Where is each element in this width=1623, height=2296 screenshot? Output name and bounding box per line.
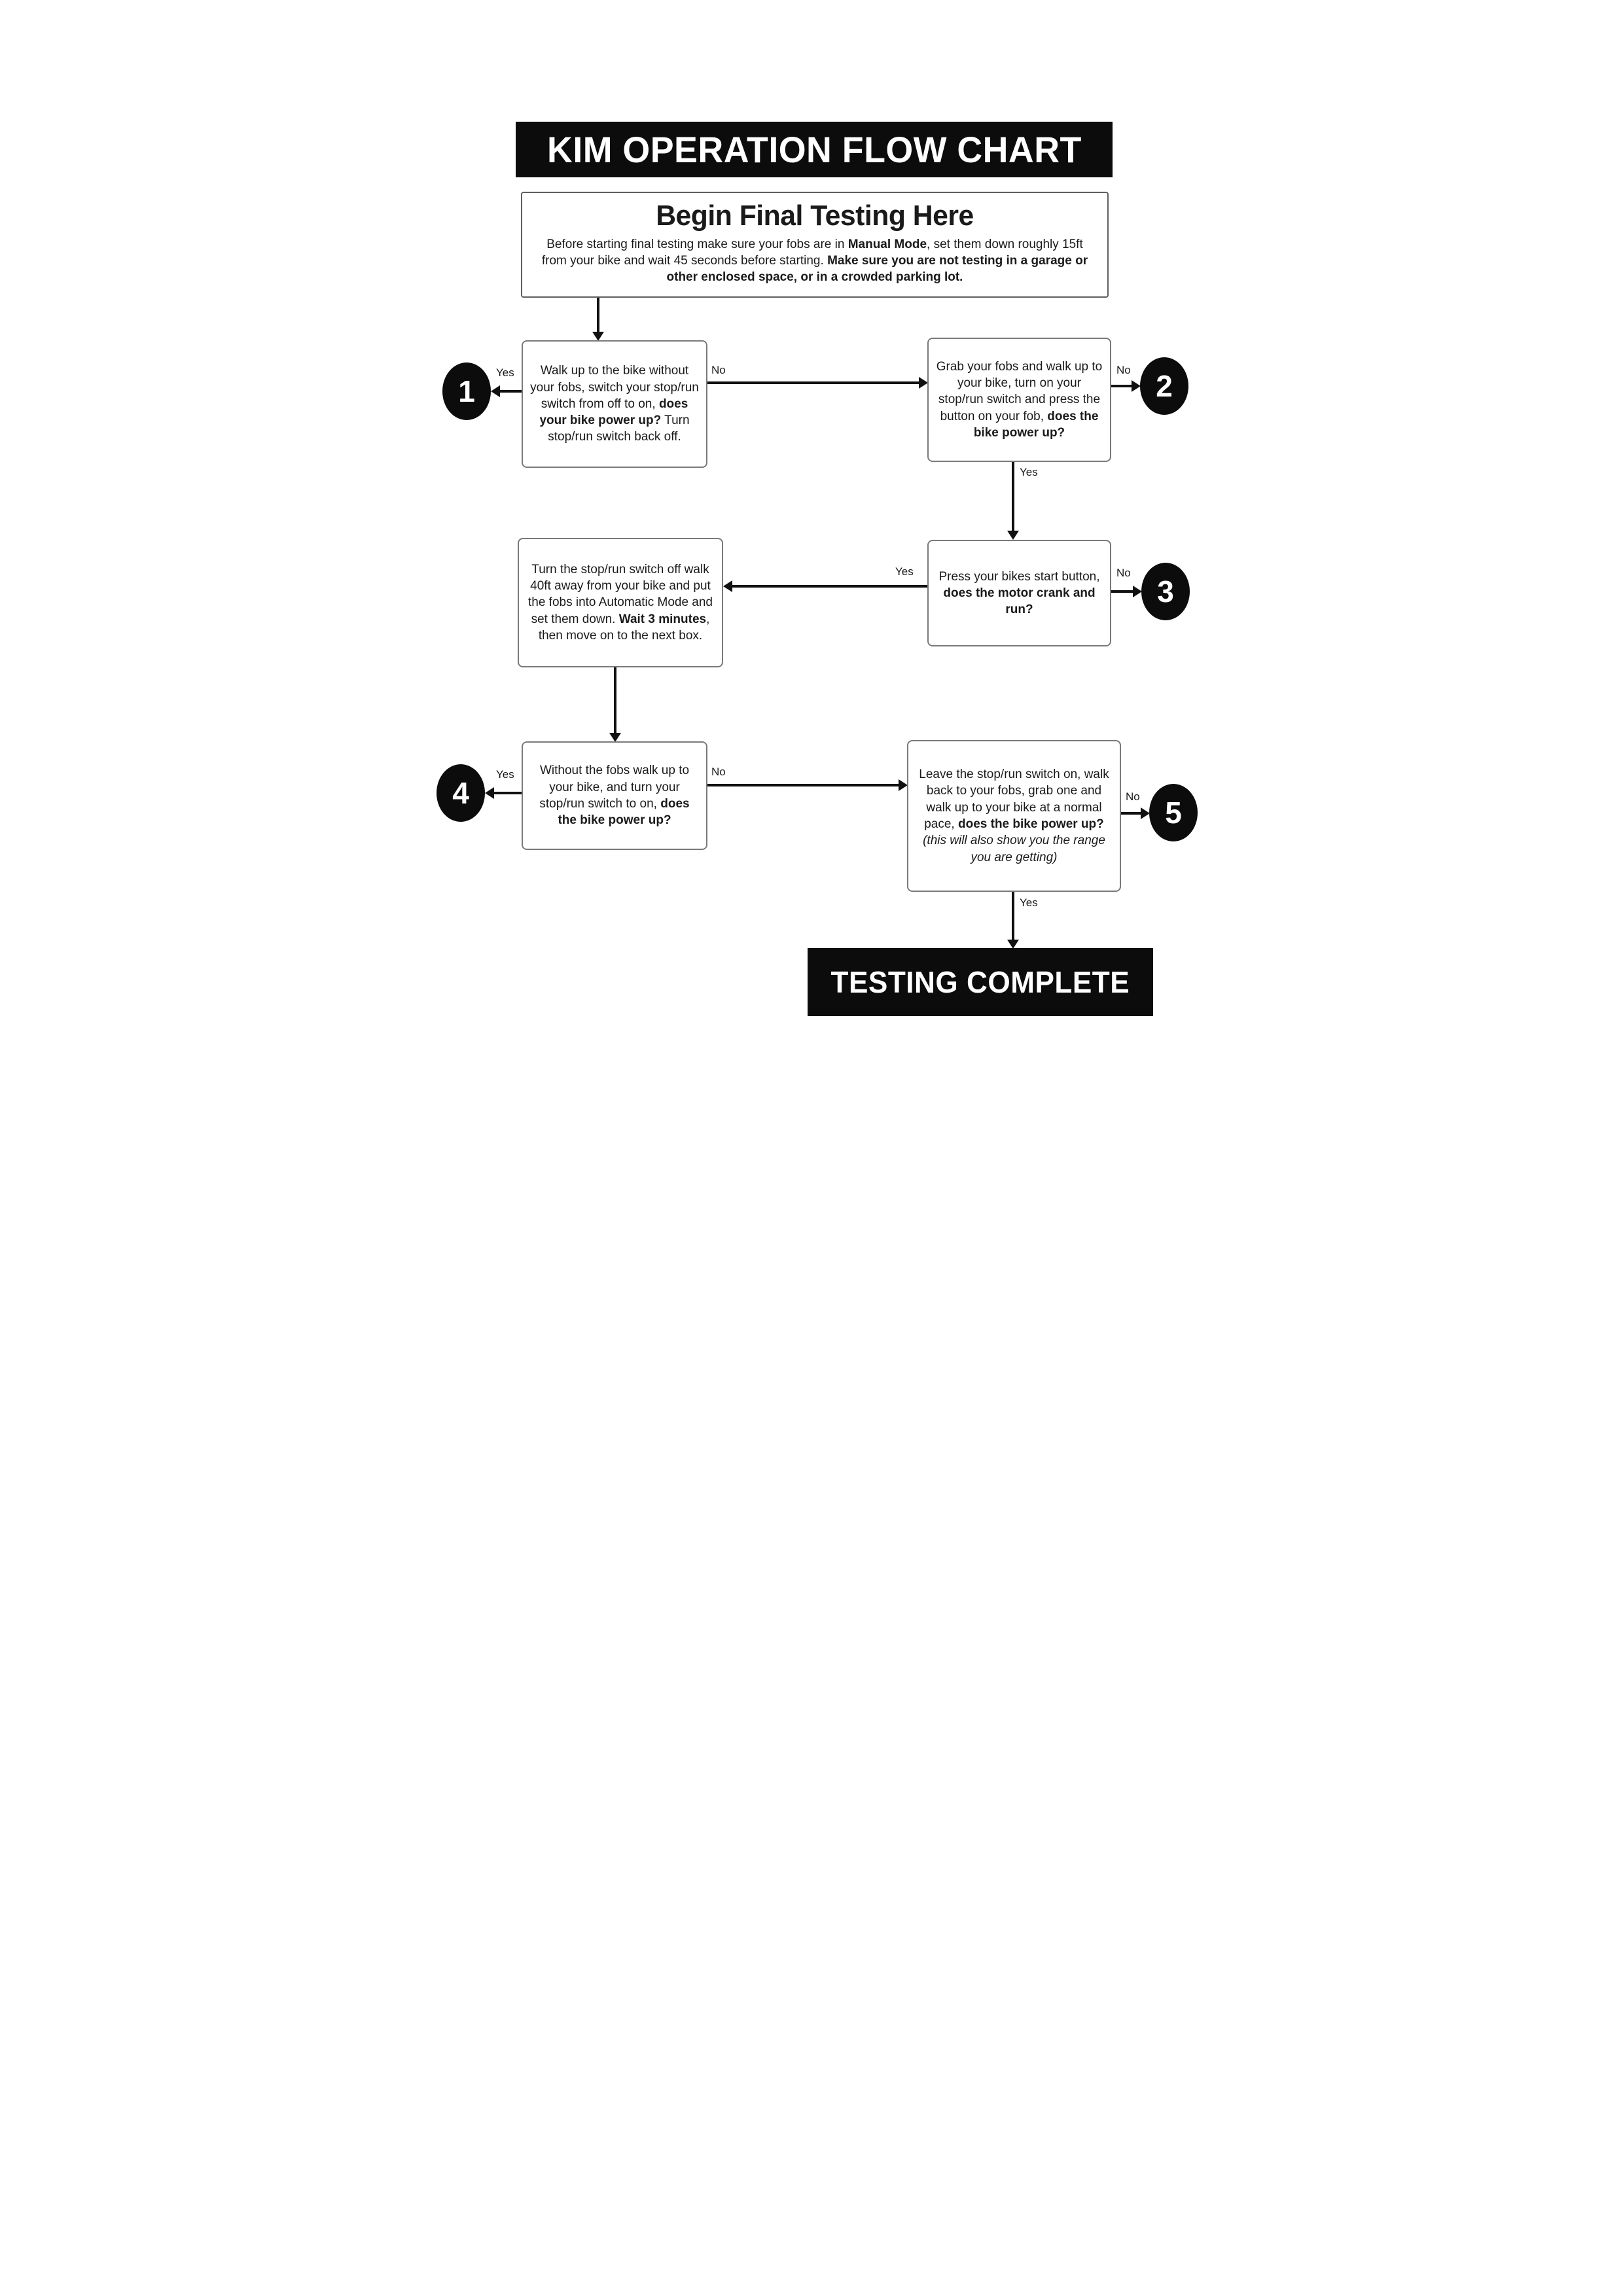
edge-node5-to-node6-line [707, 784, 899, 786]
edge-node1-to-terminal1-arrowhead [491, 385, 500, 397]
terminal-1-number: 1 [458, 374, 475, 408]
edge-node2-to-terminal2-line [1111, 385, 1132, 387]
edge-label-grab-fobs-no: No [1116, 364, 1131, 376]
page-title: KIM OPERATION FLOW CHART [546, 129, 1082, 170]
edge-node1-to-node2-line [707, 381, 919, 384]
edge-node6-to-complete-line [1012, 892, 1014, 940]
complete-banner-text: TESTING COMPLETE [830, 965, 1130, 999]
node-without-fobs-power-text: Without the fobs walk up to your bike, a… [539, 764, 690, 828]
terminal-circle-4: 4 [437, 764, 485, 822]
complete-banner: TESTING COMPLETE [808, 948, 1153, 1016]
edge-node5-to-terminal4-line [493, 792, 522, 794]
edge-label-press-start-no: No [1116, 567, 1131, 579]
edge-node6-to-terminal5-line [1121, 812, 1141, 815]
edge-label-grab-fobs-yes: Yes [1020, 466, 1038, 478]
edge-label-walk-up-yes: Yes [496, 366, 514, 379]
edge-label-walk-up-no: No [711, 364, 726, 376]
title-banner: KIM OPERATION FLOW CHART [516, 122, 1113, 177]
edge-node6-to-complete-arrowhead [1007, 940, 1019, 949]
terminal-circle-5: 5 [1149, 784, 1198, 841]
terminal-3-number: 3 [1157, 574, 1174, 609]
edge-node2-to-terminal2-arrowhead [1132, 380, 1141, 392]
terminal-circle-3: 3 [1141, 563, 1190, 620]
node-without-fobs-power: Without the fobs walk up to your bike, a… [522, 741, 707, 850]
edge-node4-to-terminal3-arrowhead [1133, 586, 1142, 597]
edge-label-without-fobs-no: No [711, 766, 726, 778]
edge-node6-to-terminal5-arrowhead [1141, 807, 1150, 819]
edge-node2-to-node4-line [1012, 462, 1014, 531]
node-walk-back-range-text: Leave the stop/run switch on, walk back … [919, 768, 1109, 864]
terminal-circle-2: 2 [1140, 357, 1188, 415]
node-automatic-mode-setup: Turn the stop/run switch off walk 40ft a… [518, 538, 723, 667]
node-press-start-text: Press your bikes start button, does the … [938, 569, 1100, 617]
edge-node3-to-node5-line [614, 667, 616, 733]
node-walk-back-range: Leave the stop/run switch on, walk back … [907, 740, 1121, 892]
edge-node4-to-node3-arrowhead [723, 580, 732, 592]
terminal-circle-1: 1 [442, 362, 491, 420]
node-grab-fobs: Grab your fobs and walk up to your bike,… [927, 338, 1111, 462]
terminal-4-number: 4 [452, 776, 469, 810]
terminal-2-number: 2 [1156, 369, 1173, 403]
edge-label-without-fobs-yes: Yes [496, 768, 514, 781]
node-automatic-mode-setup-text: Turn the stop/run switch off walk 40ft a… [527, 562, 713, 643]
edge-node2-to-node4-arrowhead [1007, 531, 1019, 540]
edge-node5-to-terminal4-arrowhead [485, 787, 494, 799]
flowchart-page: KIM OPERATION FLOW CHART Begin Final Tes… [406, 0, 1217, 1148]
edge-node1-to-terminal1-line [499, 390, 522, 393]
terminal-5-number: 5 [1165, 796, 1182, 830]
edge-start-to-node1-line [597, 298, 599, 332]
edge-start-to-node1-arrowhead [592, 332, 604, 341]
edge-node3-to-node5-arrowhead [609, 733, 621, 742]
node-walk-up-without-fobs-text: Walk up to the bike without your fobs, s… [530, 364, 699, 444]
edge-node5-to-node6-arrowhead [899, 779, 908, 791]
node-grab-fobs-text: Grab your fobs and walk up to your bike,… [936, 359, 1103, 440]
node-press-start: Press your bikes start button, does the … [927, 540, 1111, 646]
start-box-title: Begin Final Testing Here [656, 200, 974, 232]
edge-node1-to-node2-arrowhead [919, 377, 928, 389]
edge-label-press-start-yes: Yes [895, 565, 914, 578]
edge-node4-to-terminal3-line [1111, 590, 1133, 593]
node-walk-up-without-fobs: Walk up to the bike without your fobs, s… [522, 340, 707, 468]
edge-label-walk-back-yes: Yes [1020, 896, 1038, 909]
edge-node4-to-node3-line [732, 585, 927, 588]
start-box: Begin Final Testing Here Before starting… [521, 192, 1109, 298]
edge-label-walk-back-no: No [1126, 790, 1140, 803]
start-box-body: Before starting final testing make sure … [541, 238, 1088, 285]
